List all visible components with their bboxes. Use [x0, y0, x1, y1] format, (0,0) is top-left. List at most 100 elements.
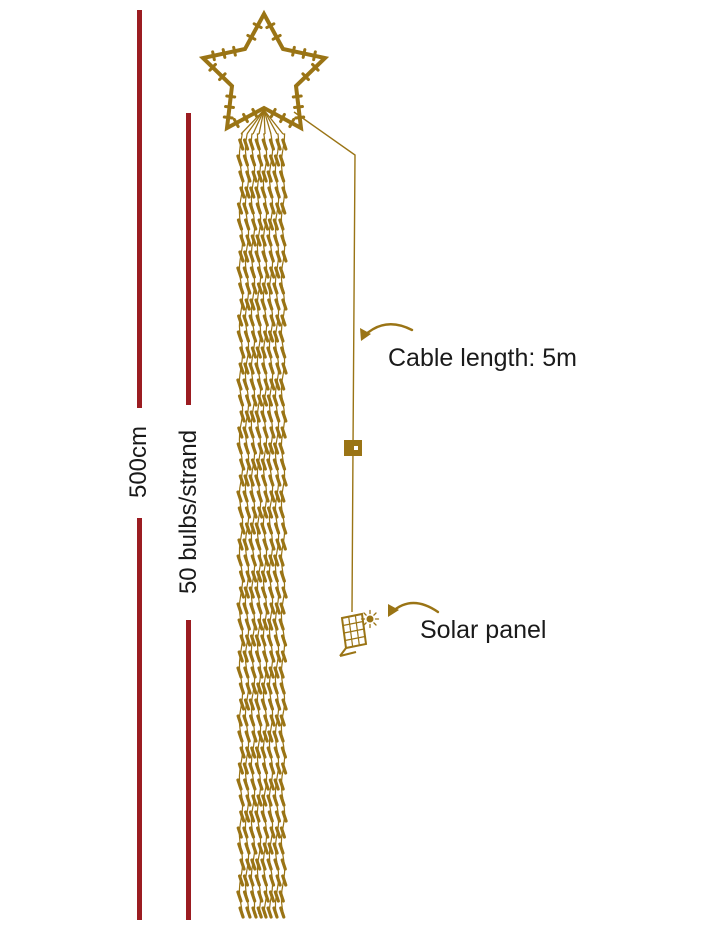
strand-bulb: [245, 570, 252, 583]
strand-bulb: [254, 874, 261, 887]
strand-bulb: [280, 650, 288, 663]
strand-bulb: [243, 698, 251, 711]
star-bulb: [269, 107, 277, 119]
strand-bulb: [266, 234, 273, 247]
strand-bulb: [248, 762, 255, 775]
strand-bulb: [237, 762, 244, 775]
total-height-bar: [137, 10, 142, 920]
strand-bulb: [242, 826, 249, 839]
strand-bulb: [268, 874, 276, 887]
bulb-strand: [260, 109, 270, 919]
strand-bulb: [237, 426, 244, 439]
strand-bulb: [257, 330, 264, 343]
strand-bulb: [248, 426, 255, 439]
strand-wire-top: [263, 109, 278, 135]
strand-bulb: [275, 874, 282, 887]
strand-bulb: [279, 794, 286, 807]
star-light-icon: [198, 9, 330, 132]
strand-bulb: [254, 474, 261, 487]
strand-bulb: [242, 378, 249, 391]
strand-bulb: [236, 714, 243, 727]
strand-bulb: [242, 874, 250, 887]
strand-bulb: [263, 778, 270, 791]
strand-length-bar-bottom: [186, 620, 191, 920]
strand-bulb: [244, 730, 251, 743]
strand-bulb: [254, 810, 261, 823]
strand-bulb: [266, 682, 273, 695]
strand-bulb: [281, 138, 288, 151]
strand-bulb: [245, 234, 252, 247]
strand-bulb: [248, 138, 255, 151]
strand-bulb: [266, 522, 274, 535]
strand-bulb: [236, 266, 243, 279]
strand-wire-top: [246, 109, 265, 135]
bulb-strand: [242, 109, 265, 919]
star-bulbs: [208, 22, 320, 129]
strand-bulb: [260, 746, 267, 759]
strand-wire-top: [240, 109, 265, 135]
bulb-strand: [236, 109, 265, 919]
strand-bulb: [239, 698, 246, 711]
strand-bulb: [248, 810, 256, 823]
strand-bulb: [250, 234, 257, 247]
strand-bulb: [245, 346, 252, 359]
strand-bulb: [263, 602, 270, 615]
strand-bulb: [262, 842, 269, 855]
strand-bulb: [245, 682, 252, 695]
strand-bulb: [273, 890, 280, 903]
strand-bulb: [254, 362, 261, 375]
strand-bulb: [248, 826, 256, 839]
strand-bulb: [272, 506, 279, 519]
strand-bulb: [236, 490, 243, 503]
solar-panel-stand-foot: [339, 651, 357, 657]
strand-bulb: [255, 346, 262, 359]
strand-bulb: [242, 890, 250, 903]
strand-bulb: [248, 586, 255, 599]
total-height-bar-top: [137, 10, 142, 408]
strand-bulb: [267, 218, 275, 231]
strand-bulb: [250, 554, 257, 567]
strand-bulb: [275, 586, 282, 599]
strand-bulb: [255, 426, 262, 439]
strand-bulb: [267, 186, 274, 199]
strand-bulb: [266, 858, 273, 871]
strand-bulb: [251, 730, 258, 743]
strand-bulb: [245, 282, 252, 295]
solar-panel-label: Solar panel: [420, 616, 547, 644]
strand-bulb: [273, 554, 280, 567]
star-bulb: [225, 94, 237, 99]
strand-bulb: [281, 522, 288, 535]
strand-bulb: [248, 362, 255, 375]
strand-bulb: [245, 170, 252, 183]
strand-bulb: [239, 458, 246, 471]
control-box-shape: [344, 440, 362, 456]
star-bulb: [222, 115, 234, 120]
strand-bulb: [256, 378, 263, 391]
strand-bulb: [257, 394, 264, 407]
star-bulb: [218, 72, 227, 82]
strand-bulb: [269, 538, 276, 551]
strand-bulb: [269, 650, 276, 663]
strand-bulb: [273, 666, 280, 679]
strand-bulb: [255, 314, 262, 327]
strand-bulb: [269, 426, 276, 439]
strand-bulb: [250, 890, 257, 903]
strand-bulb: [257, 842, 264, 855]
strand-bulb: [254, 522, 261, 535]
strand-bulb: [260, 634, 267, 647]
strand-bulb: [261, 762, 269, 775]
strand-bulb: [268, 778, 275, 791]
strand-bulb: [275, 426, 282, 439]
strand-bulb: [242, 714, 249, 727]
strand-bulb: [254, 586, 261, 599]
strand-bulb: [267, 730, 274, 743]
strand-bulb: [266, 346, 273, 359]
strand-bulb: [263, 378, 270, 391]
bulb-strand: [254, 109, 265, 919]
star-bulb: [312, 50, 317, 62]
strand-bulb: [275, 362, 282, 375]
strand-bulb: [280, 234, 287, 247]
strand-bulb: [279, 906, 286, 919]
strand-bulb: [263, 330, 270, 343]
